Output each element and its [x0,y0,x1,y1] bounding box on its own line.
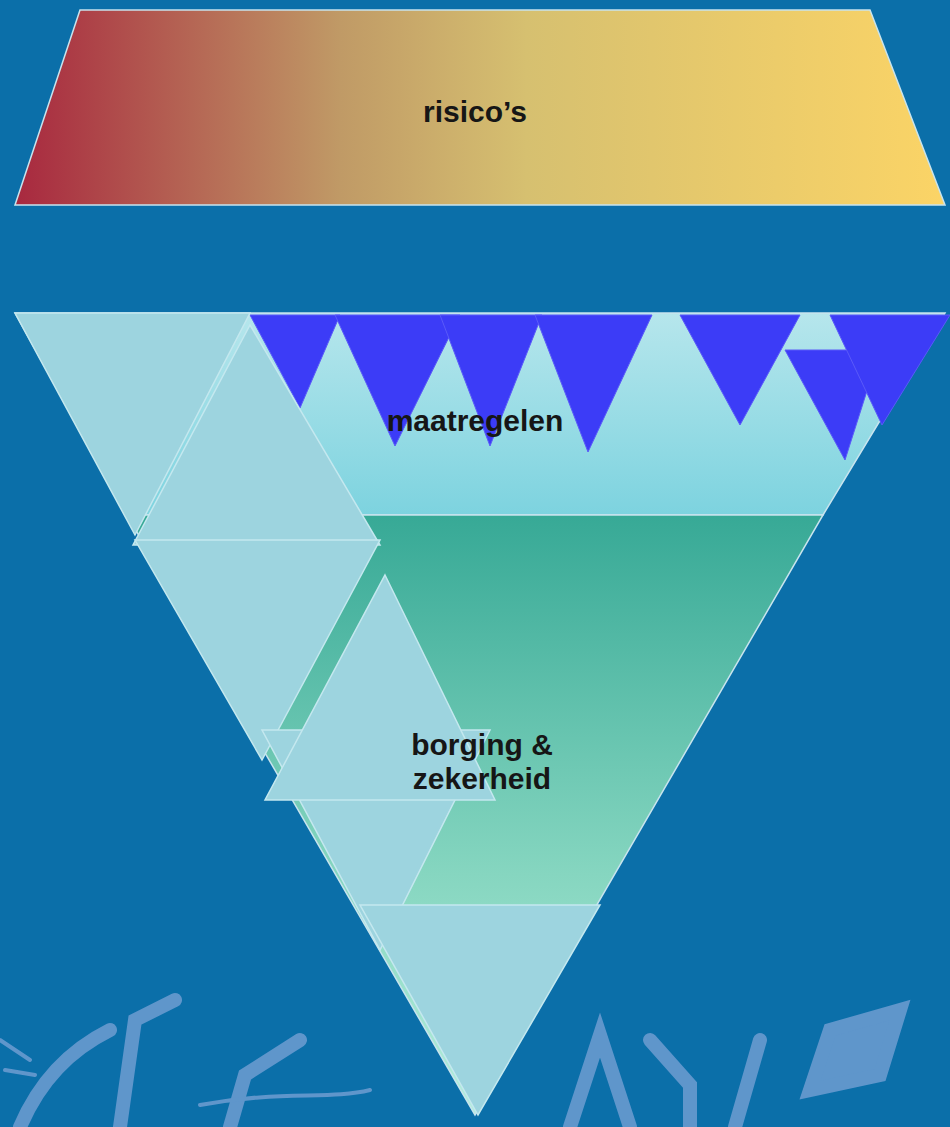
plant-stem [735,1040,760,1127]
node-outline [112,515,838,1115]
node-shape [127,515,823,1115]
plant-stem [650,1040,690,1127]
node-shape [15,313,945,515]
node-label: risico’s [175,95,775,129]
plant-stem [570,1035,630,1127]
plant-stem [230,1040,300,1127]
node-shape [15,10,945,205]
node-label: maatregelen [265,404,685,438]
plant-spikes [0,1040,35,1075]
node-label: borging & zekerheid [352,728,612,796]
risk-trapezoid: risico’s [10,8,950,208]
dark-triangle [830,315,950,425]
plant-stem [200,1090,370,1105]
light-triangle [360,905,600,1115]
plant-stem [20,1030,110,1127]
assurance-triangle: borging & zekerheid [112,515,838,1115]
plant-leaf [810,1010,900,1090]
plant-stem [120,1000,175,1127]
measures-band: maatregelen [15,313,945,515]
